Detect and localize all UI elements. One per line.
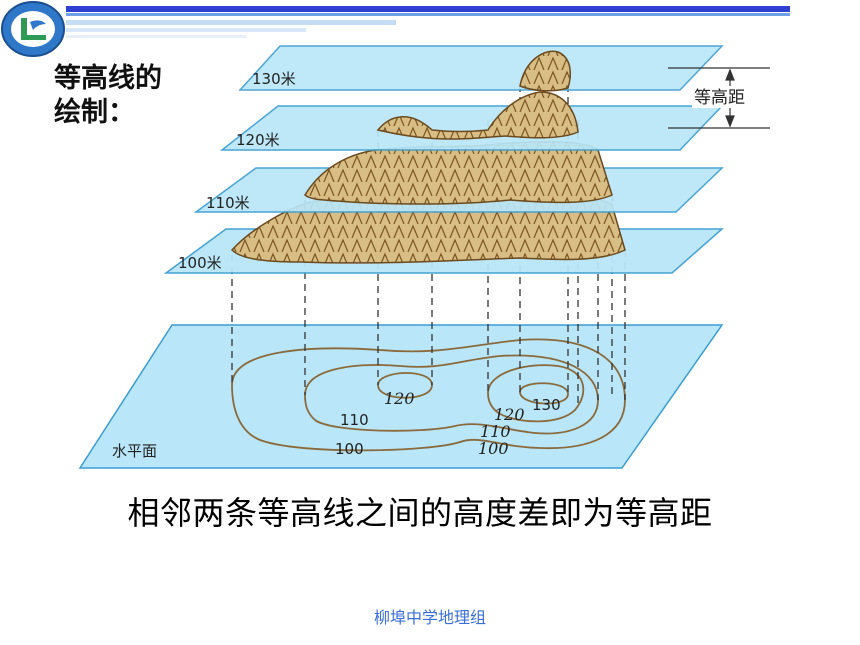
plane-120 — [219, 105, 724, 151]
contour-label-right-100: 100 — [478, 439, 509, 458]
terrain-layer-110 — [304, 141, 613, 205]
title-line-1: 等高线的 — [54, 63, 162, 94]
terrain-layer-120 — [376, 91, 579, 140]
terrain-peak — [519, 50, 572, 92]
header-decoration — [66, 6, 790, 38]
contour-label-right-120: 120 — [494, 405, 525, 424]
contour-label-right-110: 110 — [480, 422, 511, 441]
contour-label-right-peak: 130 — [532, 396, 561, 414]
contour-diagram: 120 130 120 110 100 110 100 水平面 100米 110… — [78, 45, 770, 469]
plane-130 — [238, 45, 724, 91]
plane-label-130: 130米 — [252, 70, 296, 88]
footer: 柳埠中学地理组 — [373, 608, 486, 627]
school-logo — [1, 1, 65, 57]
base-plane-label: 水平面 — [112, 442, 157, 460]
projected-contours — [231, 338, 626, 452]
contour-label-left-100: 100 — [335, 440, 364, 458]
plane-label-100: 100米 — [178, 254, 222, 272]
plane-label-110: 110米 — [206, 194, 250, 212]
contour-label-left-peak: 120 — [384, 389, 415, 408]
slide-title: 等高线的 绘制： — [54, 62, 162, 130]
plane-label-120: 120米 — [236, 131, 280, 149]
interval-label-bg — [692, 86, 762, 108]
interval-label: 等高距 — [694, 88, 745, 108]
contour-label-left-110: 110 — [340, 411, 369, 429]
title-line-2: 绘制： — [54, 97, 135, 128]
caption: 相邻两条等高线之间的高度差即为等高距 — [127, 494, 713, 532]
